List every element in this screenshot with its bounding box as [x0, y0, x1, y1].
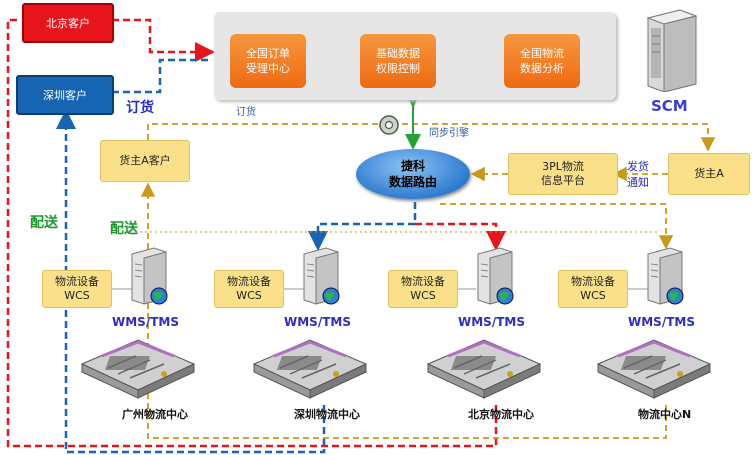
- blue-order-line: [112, 58, 210, 94]
- wms-tms-label: WMS/TMS: [628, 315, 695, 329]
- scm-label: SCM: [651, 97, 688, 115]
- server-icon: [303, 247, 340, 305]
- server-icon: [477, 247, 514, 305]
- equipment-box: 物流设备 WCS: [214, 270, 284, 308]
- beijing-client-box: 北京客户: [22, 3, 114, 43]
- red-order-line: [112, 18, 215, 62]
- equipment-box: 物流设备 WCS: [388, 270, 458, 308]
- 3pl-platform-box: 3PL物流 信息平台: [508, 153, 618, 195]
- gold-route-line: [440, 203, 674, 250]
- red-route-line: [415, 222, 506, 251]
- order-center-panel: 全国订单 受理中心 基础数据 权限控制 全国物流 数据分析: [214, 12, 616, 100]
- equipment-box: 物流设备 WCS: [558, 270, 628, 308]
- scm-server-icon: [646, 9, 698, 92]
- delivery-label-left: 配送: [30, 215, 58, 231]
- blue-route-line: [308, 202, 417, 251]
- data-router-ellipse: 捷科 数据路由: [356, 149, 470, 199]
- server-icon: [647, 247, 684, 305]
- sync-engine-label: 同步引擎: [429, 128, 469, 139]
- warehouse-image: [596, 339, 712, 399]
- logistics-center-label: 深圳物流中心: [294, 408, 360, 421]
- warehouse-image: [80, 339, 196, 399]
- owner-a-client-box: 货主A客户: [100, 140, 190, 182]
- warehouse-image: [426, 339, 542, 399]
- owner-a-box: 货主A: [668, 153, 750, 195]
- ship-label: 发货: [627, 160, 649, 173]
- wms-tms-label: WMS/TMS: [284, 315, 351, 329]
- server-icon: [131, 247, 168, 305]
- warehouse-image: [252, 339, 368, 399]
- logistics-center-label: 物流中心N: [638, 408, 692, 421]
- order-center-box: 全国订单 受理中心: [230, 34, 306, 88]
- wms-tms-label: WMS/TMS: [112, 315, 179, 329]
- master-data-box: 基础数据 权限控制: [360, 34, 436, 88]
- gear-icon: [379, 115, 399, 135]
- delivery-label-mid: 配送: [110, 221, 138, 237]
- logistics-center-label: 北京物流中心: [468, 408, 534, 421]
- data-analysis-box: 全国物流 数据分析: [504, 34, 580, 88]
- notify-label: 通知: [627, 176, 649, 189]
- shenzhen-client-box: 深圳客户: [16, 75, 114, 115]
- equipment-box: 物流设备 WCS: [42, 270, 112, 308]
- panel-order-label: 订货: [236, 107, 256, 118]
- gold-delivery-line: [140, 182, 667, 439]
- order-label: 订货: [126, 100, 154, 116]
- logistics-center-label: 广州物流中心: [122, 408, 188, 421]
- red-delivery-line: [6, 18, 498, 448]
- wms-tms-label: WMS/TMS: [458, 315, 525, 329]
- gold-order-line: [147, 123, 716, 152]
